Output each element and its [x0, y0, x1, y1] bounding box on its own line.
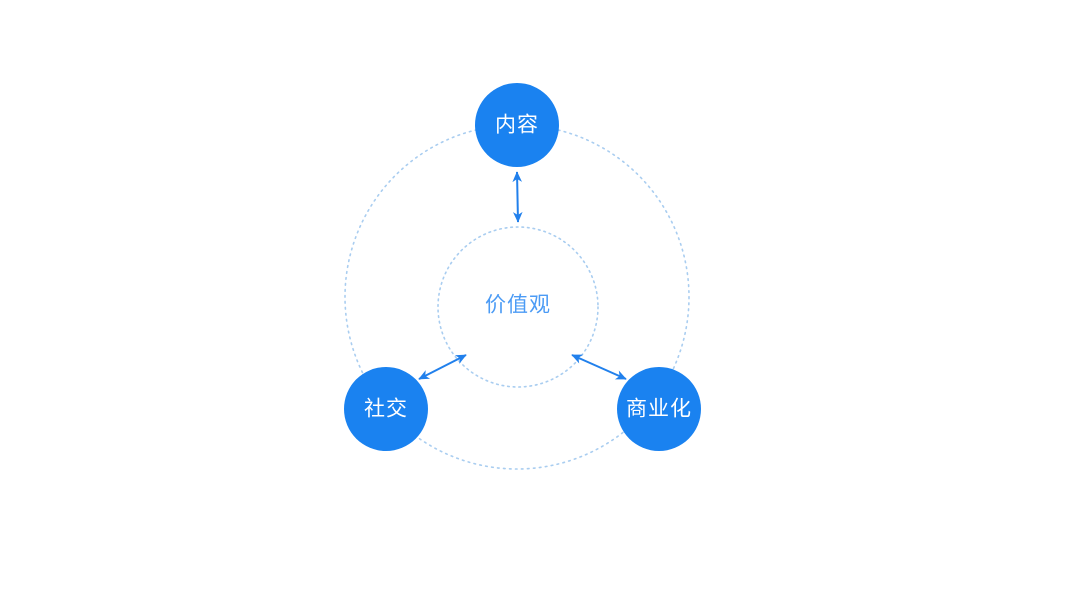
connector-social-to-center: [418, 354, 467, 380]
inner-dotted-ring: [437, 226, 599, 388]
node-monetization-label: 商业化: [626, 398, 692, 421]
node-monetization-circle[interactable]: [617, 367, 701, 451]
node-social[interactable]: 社交: [344, 367, 428, 451]
center-value-label: 价值观: [485, 294, 551, 317]
connector-content-to-center: [512, 171, 523, 223]
node-social-circle[interactable]: [344, 367, 428, 451]
node-monetization[interactable]: 商业化: [617, 367, 701, 451]
node-content-label: 内容: [495, 114, 539, 137]
node-content-circle[interactable]: [475, 83, 559, 167]
node-social-label: 社交: [364, 398, 408, 421]
connector-monetization-to-center: [571, 354, 627, 380]
node-content[interactable]: 内容: [475, 83, 559, 167]
